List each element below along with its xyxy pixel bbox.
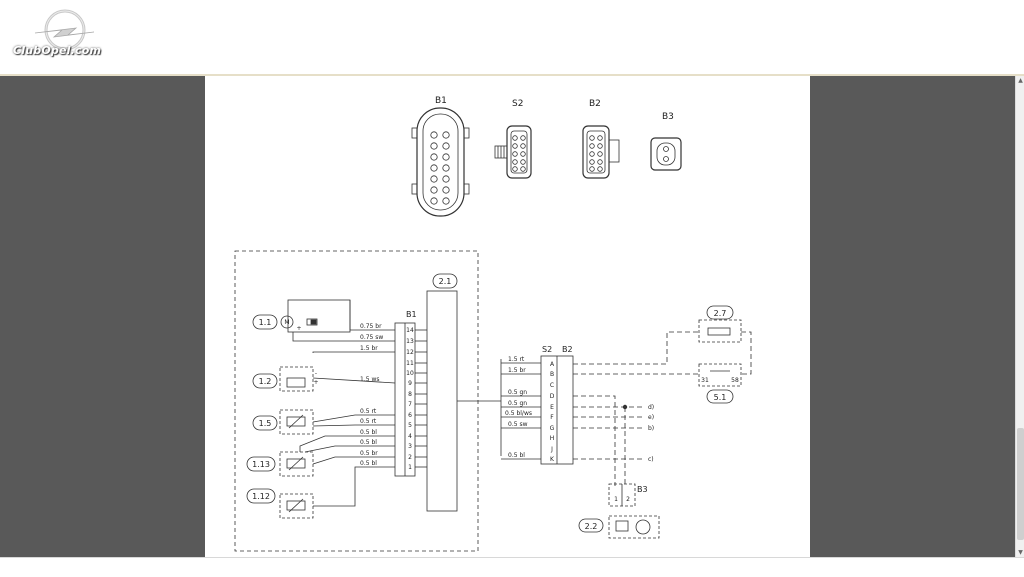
ref-mark: d)	[648, 404, 654, 411]
wire-label: 0.5 br	[360, 450, 378, 457]
wire-label: 0.5 gn	[508, 389, 527, 396]
bulb-pin-right: 58	[731, 377, 739, 384]
s2-pin-label: J	[550, 446, 553, 453]
ref-mark: e)	[648, 414, 654, 421]
wire-label: 0.75 br	[360, 323, 382, 330]
wire-label: 0.5 bl	[508, 452, 525, 459]
label-1-1: 1.1	[259, 318, 272, 327]
b1-pin-label: 4	[408, 433, 412, 440]
s2-pin-label: E	[550, 404, 554, 411]
label-1-2: 1.2	[259, 377, 272, 386]
component-1-13	[279, 451, 314, 477]
b1-pin-label: 6	[408, 412, 412, 419]
b1-pin-label: 10	[406, 370, 414, 377]
label-5-1: 5.1	[714, 393, 727, 402]
document-page: B1 S2 B2 B3 2.1 1.1 1.2 1.5 1.13 1.12 2.…	[205, 76, 810, 557]
wire-label: 1.5 ws	[360, 376, 379, 383]
bottom-bar	[0, 557, 1024, 577]
scroll-down-icon[interactable]: ▼	[1018, 549, 1023, 556]
ref-mark: b)	[648, 425, 654, 432]
b1-pin-label: 1	[408, 464, 412, 471]
label-b1-strip: B1	[406, 310, 417, 319]
label-b3-bottom: B3	[637, 485, 648, 494]
b3-pin1-label: 1	[614, 496, 618, 503]
b1-pin-label: 5	[408, 422, 412, 429]
wire-label: 0.5 sw	[508, 421, 528, 428]
component-2-7	[698, 319, 742, 343]
wire-label: 1.5 br	[508, 367, 526, 374]
b1-pin-label: 3	[408, 443, 412, 450]
plus-sign-1-1: +	[296, 325, 301, 332]
vertical-scrollbar[interactable]: ▲ ▼	[1015, 76, 1024, 557]
b1-pin-label: 13	[406, 338, 414, 345]
wire-label: 0.5 rt	[360, 408, 377, 415]
s2-pin-label: K	[550, 456, 555, 463]
wire-label: 0.5 bl	[360, 429, 377, 436]
opel-logo-icon	[34, 9, 95, 51]
bulb-pin-left: 31	[701, 377, 709, 384]
wire-label: 1.5 rt	[508, 356, 525, 363]
component-2-2	[608, 515, 660, 539]
module-boundary	[234, 250, 479, 552]
b1-pin-label: 12	[406, 349, 414, 356]
s2-pin-label: F	[550, 414, 554, 421]
label-2-1: 2.1	[439, 277, 452, 286]
component-1-12	[279, 493, 314, 519]
left-wiring	[292, 300, 396, 507]
wire-label: 0.5 bl/ws	[505, 410, 532, 417]
label-1-5: 1.5	[259, 419, 272, 428]
scrollbar-thumb[interactable]	[1017, 428, 1024, 540]
top-bar: ClubOpel.com	[0, 0, 1024, 76]
component-1-5	[279, 409, 314, 435]
label-s2-strip: S2	[542, 345, 552, 354]
s2-pin-label: H	[550, 435, 555, 442]
plus-sign-1-2: +	[313, 379, 318, 386]
right-wiring-solid	[501, 362, 541, 460]
label-1-12: 1.12	[252, 492, 270, 501]
logo-text: ClubOpel.com	[13, 44, 102, 57]
label-2-2: 2.2	[585, 522, 598, 531]
b1-pin-label: 2	[408, 454, 412, 461]
scroll-up-icon[interactable]: ▲	[1018, 77, 1023, 84]
s2-pin-label: C	[550, 382, 554, 389]
b1-pin-label: 14	[406, 327, 414, 334]
right-wiring-dashed	[573, 331, 752, 486]
label-2-7: 2.7	[714, 309, 727, 318]
minus-sign-1-2: -	[315, 370, 317, 377]
connector-s2-pins	[512, 135, 526, 172]
connector-b1-face	[416, 107, 465, 217]
box-2-1	[426, 290, 458, 512]
b1-pin-label: 11	[406, 360, 414, 367]
wire-label: 1.5 br	[360, 345, 378, 352]
wire-label: 0.5 bl	[360, 439, 377, 446]
label-b1-top: B1	[435, 96, 447, 106]
s2-pin-label: A	[550, 361, 555, 368]
label-b2-top: B2	[589, 99, 601, 109]
wire-label: 0.5 gn	[508, 400, 527, 407]
wiring-diagram: B1 S2 B2 B3 2.1 1.1 1.2 1.5 1.13 1.12 2.…	[234, 96, 752, 552]
b3-pin2-label: 2	[626, 496, 630, 503]
connector-b2-pins	[589, 135, 603, 172]
label-b3-top: B3	[662, 112, 674, 122]
motor-symbol: M	[284, 319, 289, 326]
s2-pin-label: G	[550, 425, 555, 432]
ref-mark: c)	[648, 456, 654, 463]
wire-label: 0.5 bl	[360, 460, 377, 467]
s2-pin-label: D	[550, 393, 555, 400]
component-5-1	[698, 363, 742, 387]
b1-pin-label: 9	[408, 380, 412, 387]
b1-pin-label: 8	[408, 391, 412, 398]
connector-b3-face	[650, 137, 682, 171]
b1-pin-marks	[415, 329, 427, 468]
motor-icon	[280, 315, 294, 329]
b1-pin-label: 7	[408, 401, 412, 408]
label-1-13: 1.13	[252, 460, 270, 469]
label-s2-top: S2	[512, 99, 523, 109]
connector-b1-pins	[430, 131, 450, 205]
s2-pin-label: B	[550, 371, 554, 378]
wire-label: 0.75 sw	[360, 334, 383, 341]
wire-label: 0.5 rt	[360, 418, 377, 425]
label-b2-strip: B2	[562, 345, 573, 354]
component-1-2	[279, 366, 314, 392]
